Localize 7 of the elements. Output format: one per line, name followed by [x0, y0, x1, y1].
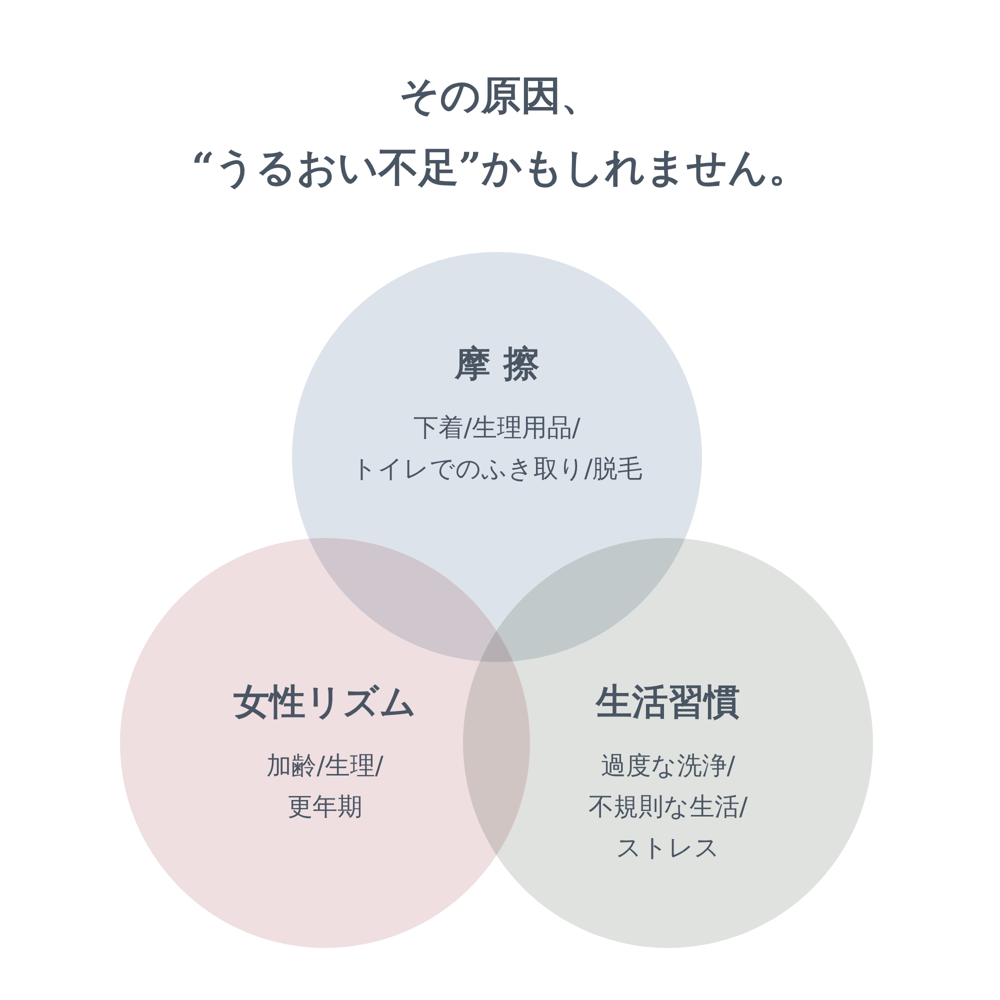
circle-heading: 女性リズム — [234, 681, 416, 725]
circle-description: 過度な洗浄/不規則な生活/ストレス — [587, 750, 749, 864]
circle-heading: 摩 擦 — [454, 343, 540, 387]
heading: その原因、“うるおい不足”かもしれません。 — [190, 71, 810, 193]
circle-description: 下着/生理用品/トイレでのふき取り/脱毛 — [350, 412, 644, 485]
circle-description: 加齢/生理/更年期 — [266, 750, 384, 823]
circle-heading: 生活習慣 — [596, 681, 740, 725]
